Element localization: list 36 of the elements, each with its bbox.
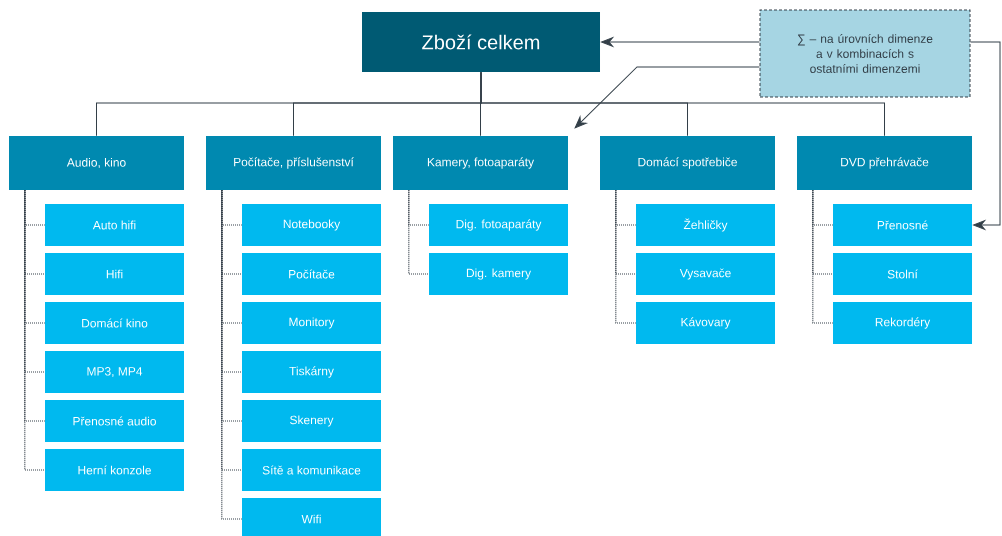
subcategory-box: Dig. kamery — [429, 253, 568, 295]
category-box: Domácí spotřebiče — [600, 136, 775, 190]
category-box: Audio, kino — [9, 136, 184, 190]
subcategory-box: Žehličky — [636, 204, 775, 246]
subcategory-box: Kávovary — [636, 302, 775, 344]
subcategory-box: Dig. fotoaparáty — [429, 204, 568, 246]
subcategory-box: Notebooky — [242, 204, 381, 246]
category-box: Počítače, příslušenství — [206, 136, 381, 190]
subcategory-box: Stolní — [833, 253, 972, 295]
note-box: ∑ – na úrovních dimenze a v kombinacích s ostatními dimenzemi — [759, 9, 971, 98]
subcategory-box: Skenery — [242, 400, 381, 442]
arrow — [574, 66, 760, 129]
arrow — [970, 41, 1001, 230]
category-box: DVD přehrávače — [797, 136, 972, 190]
subcategory-box: Vysavače — [636, 253, 775, 295]
arrow — [601, 37, 760, 47]
subcategory-box: Domácí kino — [45, 302, 184, 344]
dotted-connector — [615, 189, 637, 324]
subcategory-box: Přenosné — [833, 204, 972, 246]
subcategory-box: Wifi — [242, 498, 381, 536]
subcategory-box: Auto hifi — [45, 204, 184, 246]
subcategory-box: MP3, MP4 — [45, 351, 184, 393]
tree-connector — [480, 71, 885, 137]
subcategory-box: Počítače — [242, 253, 381, 295]
subcategory-box: Monitory — [242, 302, 381, 344]
dotted-connector — [24, 189, 46, 471]
root-box: Zboží celkem — [362, 12, 600, 72]
subcategory-box: Herní konzole — [45, 449, 184, 491]
dotted-connector — [812, 189, 834, 324]
subcategory-box: Přenosné audio — [45, 400, 184, 442]
category-box: Kamery, fotoaparáty — [393, 136, 568, 190]
subcategory-box: Rekordéry — [833, 302, 972, 344]
subcategory-box: Tiskárny — [242, 351, 381, 393]
dotted-connector — [408, 189, 430, 275]
subcategory-box: Sítě a komunikace — [242, 449, 381, 491]
subcategory-box: Hifi — [45, 253, 184, 295]
